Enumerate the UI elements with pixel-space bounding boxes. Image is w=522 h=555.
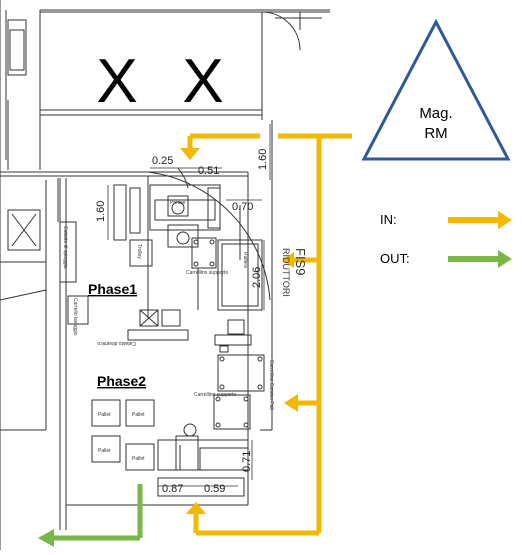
legend-in-label: IN: xyxy=(380,212,397,227)
legend-out-arrowhead xyxy=(498,250,512,268)
dim-070: 0.70 xyxy=(232,201,253,213)
phase2-label: Phase2 xyxy=(97,373,146,389)
equip-rullera: Rullera xyxy=(242,252,248,268)
phase1-label: Phase1 xyxy=(88,281,137,297)
cad-linework xyxy=(0,0,330,550)
dim-087: 0.87 xyxy=(162,483,183,495)
warehouse-triangle xyxy=(361,18,511,161)
blocked-area-1: X xyxy=(96,47,137,116)
equip-catasto-dinamico: Catasto dinamico xyxy=(97,340,136,346)
dim-059: 0.59 xyxy=(204,483,225,495)
warehouse-label-line2: RM xyxy=(424,125,447,142)
dim-160-left: 1.60 xyxy=(95,201,107,222)
equip-pallet-4: Pallet xyxy=(132,456,145,462)
out-flow-path xyxy=(52,484,143,541)
out-flow-arrowhead xyxy=(38,529,54,547)
dim-206: 2.06 xyxy=(251,267,263,288)
warehouse-label-line1: Mag. xyxy=(419,105,452,122)
dim-025: 0.25 xyxy=(152,155,173,167)
blocked-area-2: X xyxy=(182,47,223,116)
equip-trolley: Trolley xyxy=(136,244,142,259)
in-flow-path xyxy=(187,133,352,536)
dim-160-top: 1.60 xyxy=(257,149,269,170)
dim-051: 0.51 xyxy=(198,165,219,177)
dim-071: 0.71 xyxy=(241,451,253,472)
legend-in-arrowhead xyxy=(498,211,512,229)
dimension-lines xyxy=(107,124,271,487)
station-name: FIS9 xyxy=(293,248,308,275)
equip-carrellino-supporto-2: Carrellino supporto xyxy=(194,392,236,398)
equip-pallet-1: Pallet xyxy=(98,412,111,418)
equip-pallet-2: Pallet xyxy=(132,412,145,418)
equip-catasto-spiaggia: Catasto di spiaggia xyxy=(62,226,68,269)
equip-carrello-lavaggio: Carrello lavaggio xyxy=(72,298,78,336)
station-subtitle: RIDUTTORI xyxy=(281,248,291,297)
in-flow-arrowheads xyxy=(180,148,298,514)
equip-presse: Presse xyxy=(170,200,186,206)
equip-carrellino-cambio: Carrellino Cambio Pall xyxy=(268,360,274,410)
legend-out-label: OUT: xyxy=(380,251,410,266)
equip-carrellino-supporto-1: Carrellino supporto xyxy=(186,270,228,276)
equip-pallet-3: Pallet xyxy=(98,448,111,454)
